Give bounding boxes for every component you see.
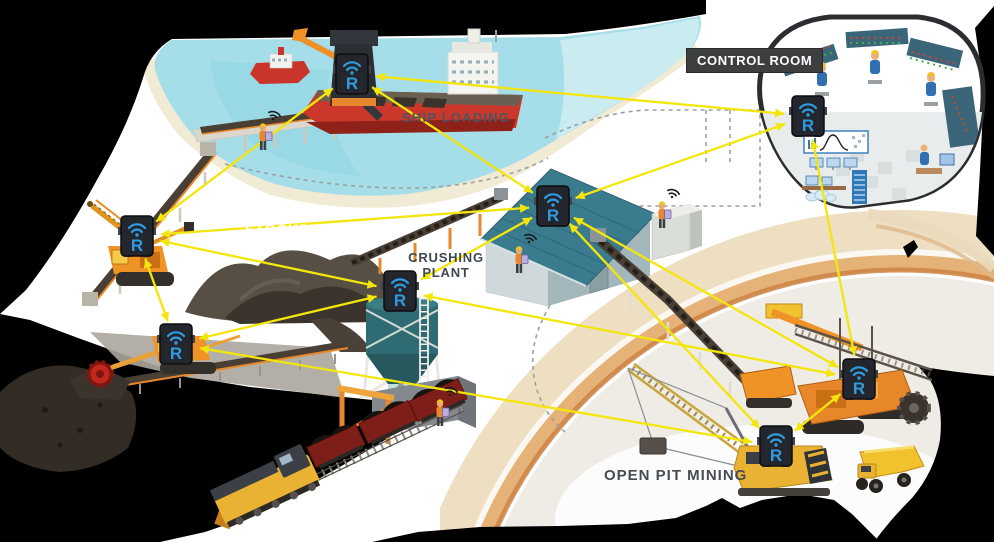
stockpile-label: STOCKPILE [245, 222, 336, 237]
link-crusher-silo--reclaimer [199, 294, 377, 341]
shovel-radio: R [840, 358, 878, 400]
radio-glyph: R [170, 344, 182, 363]
reclaimer-radio: R [157, 323, 195, 365]
plant-east-worker [658, 188, 681, 228]
link-stacker--crusher-silo [160, 238, 377, 289]
loadout-worker [436, 386, 459, 426]
open-pit-mining-label: OPEN PIT MINING [604, 467, 748, 484]
wifi-icon [444, 386, 459, 397]
ship-loader-radio: R [333, 53, 371, 95]
radio-glyph: R [131, 236, 143, 255]
pier-worker [259, 110, 282, 150]
radio-glyph: R [346, 74, 358, 93]
network-links [143, 72, 858, 445]
radio-glyph: R [770, 446, 782, 465]
locomotive [209, 444, 321, 530]
link-plant-building--shovel [573, 216, 839, 369]
crushing-plant-label-line2: PLANT [422, 265, 470, 280]
ship-loading-label: SHIP LOADING [402, 110, 511, 125]
handheld-workers [259, 110, 681, 426]
control-room-label: CONTROL ROOM [686, 48, 824, 73]
operator [916, 144, 955, 174]
crushing-plant-label-line1: CRUSHING [408, 250, 484, 265]
wifi-icon [267, 110, 282, 121]
dragline-radio: R [757, 425, 795, 467]
radio-glyph: R [547, 206, 559, 225]
link-plant-building--crusher-silo [420, 216, 533, 281]
link-stacker--reclaimer [143, 258, 170, 322]
operator [924, 72, 938, 106]
haul-truck [856, 445, 925, 493]
link-ship-loader--plant-building [371, 86, 534, 194]
link-plant-building--dragline [568, 222, 761, 430]
network-nodes: R R R R R R R R [118, 53, 878, 467]
link-shovel--dragline [793, 393, 842, 432]
wifi-icon [666, 188, 681, 199]
link-crusher-silo--shovel [423, 292, 836, 378]
operator [868, 50, 882, 84]
radio-glyph: R [853, 379, 865, 398]
crushing-plant-label: CRUSHING PLANT [398, 250, 494, 280]
stacker-radio: R [118, 215, 156, 257]
tugboat [250, 47, 310, 84]
reclaimer-conveyor [107, 340, 349, 394]
coal-train [209, 377, 468, 530]
plant-west-worker [515, 233, 538, 273]
link-ship-loader--stacker [155, 87, 334, 223]
link-stacker--plant-building [160, 203, 530, 239]
link-reclaimer--dragline [199, 345, 753, 445]
radio-glyph: R [802, 116, 814, 135]
crusher-silo-radio: R [381, 270, 419, 312]
link-plant-building--control-room [575, 122, 786, 200]
link-ship-loader--control-room [375, 72, 785, 118]
wifi-icon [523, 233, 538, 244]
control-room-radio: R [789, 95, 827, 137]
dragline-excavator [627, 362, 833, 496]
stockpile-plant-conveyor [350, 188, 508, 274]
radio-glyph: R [394, 291, 406, 310]
plant-building-radio: R [534, 185, 572, 227]
link-control-room--shovel [809, 139, 858, 356]
